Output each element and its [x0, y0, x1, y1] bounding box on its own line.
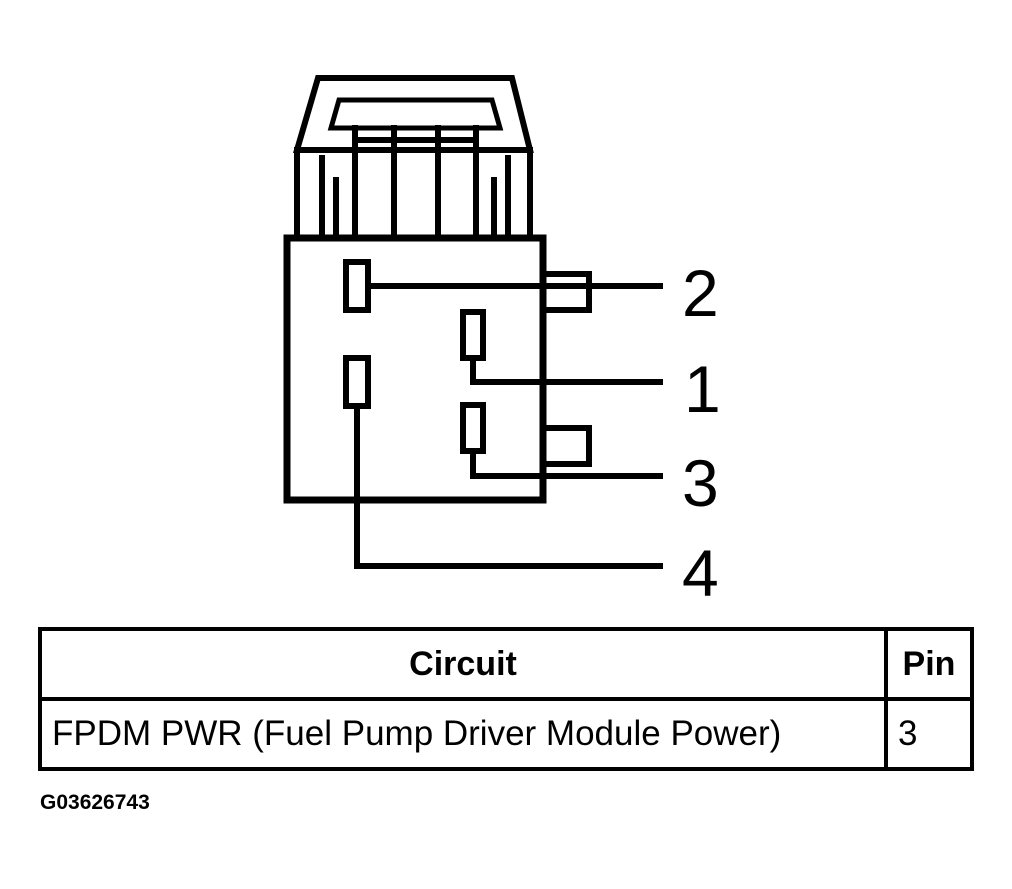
- connector-body: [283, 234, 547, 504]
- circuit-column-header: Circuit: [38, 627, 888, 701]
- pin-label-2: 2: [682, 256, 719, 330]
- pin-cavity-2: [343, 259, 371, 313]
- housing-inner-left: [319, 155, 339, 241]
- table-header-row: Circuit Pin: [38, 627, 974, 701]
- figure-id: G03626743: [40, 791, 150, 814]
- terminal-frame: [352, 125, 479, 241]
- terminal-wires: [391, 125, 441, 241]
- leader-line-1: [470, 355, 663, 385]
- pin-label-4: 4: [682, 536, 719, 610]
- circuit-cell: FPDM PWR (Fuel Pump Driver Module Power): [38, 697, 888, 771]
- side-tab-lower: [540, 425, 592, 467]
- side-tab-upper: [540, 271, 592, 313]
- pin-cavity-4: [343, 355, 371, 409]
- pin-column-header: Pin: [884, 627, 974, 701]
- pin-cavity-1: [460, 309, 486, 361]
- pin-label-1: 1: [684, 352, 721, 426]
- pin-label-3: 3: [682, 446, 719, 520]
- leader-line-4: [354, 403, 663, 569]
- housing-inner-right: [491, 155, 511, 241]
- circuit-pin-table: Circuit Pin FPDM PWR (Fuel Pump Driver M…: [38, 627, 974, 771]
- latch-inner: [327, 97, 504, 131]
- table-row: FPDM PWR (Fuel Pump Driver Module Power)…: [38, 697, 974, 771]
- pin-cell: 3: [884, 697, 974, 771]
- leader-line-3: [470, 448, 663, 479]
- connector-diagram: 2 1 3 4: [283, 75, 721, 610]
- pin-cavity-3: [460, 402, 486, 454]
